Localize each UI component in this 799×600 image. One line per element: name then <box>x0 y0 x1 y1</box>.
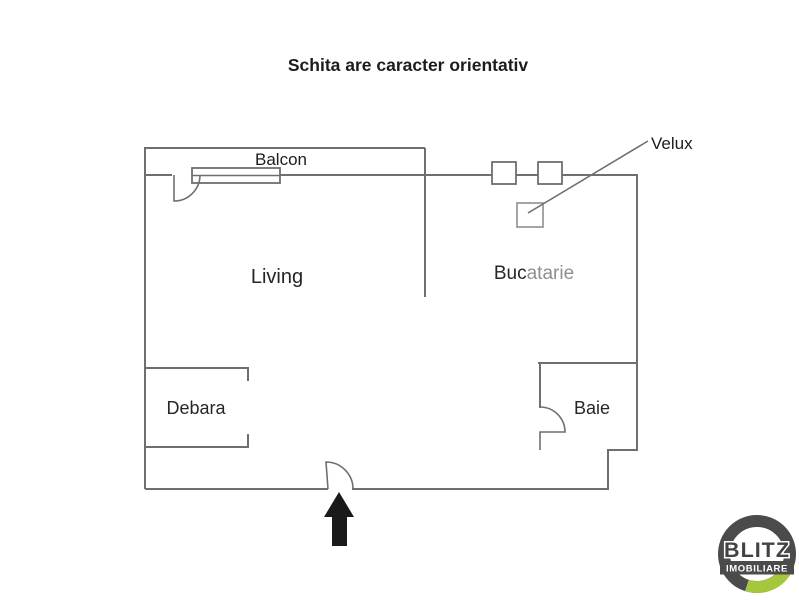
disclaimer-text: Schita are caracter orientativ <box>288 55 529 75</box>
entrance-arrow-icon <box>324 492 354 546</box>
brand-logo: BLITZ IMOBILIARE <box>718 515 796 593</box>
vent-square-2 <box>537 161 563 185</box>
logo-brand-text: BLITZ <box>724 538 790 562</box>
logo-tagline-text: IMOBILIARE <box>726 564 788 575</box>
logo-band <box>720 561 794 575</box>
balcony-door <box>173 174 201 202</box>
velux-pointer-line <box>527 140 649 214</box>
kitchen-label-light: atarie <box>527 263 575 284</box>
debara-label: Debara <box>166 398 226 418</box>
debara-walls <box>145 367 249 448</box>
vent-square-1 <box>491 161 517 185</box>
kitchen-label: Bucatarie <box>494 263 574 284</box>
baie-label: Baie <box>574 398 610 418</box>
velux-label: Velux <box>651 134 693 153</box>
baie-door <box>539 406 566 450</box>
baie-walls <box>538 362 637 408</box>
outer-walls <box>144 147 638 490</box>
balcony-label: Balcon <box>255 150 307 169</box>
living-label: Living <box>251 266 303 288</box>
entrance-door <box>325 461 354 490</box>
kitchen-label-dark: Buc <box>494 263 527 284</box>
